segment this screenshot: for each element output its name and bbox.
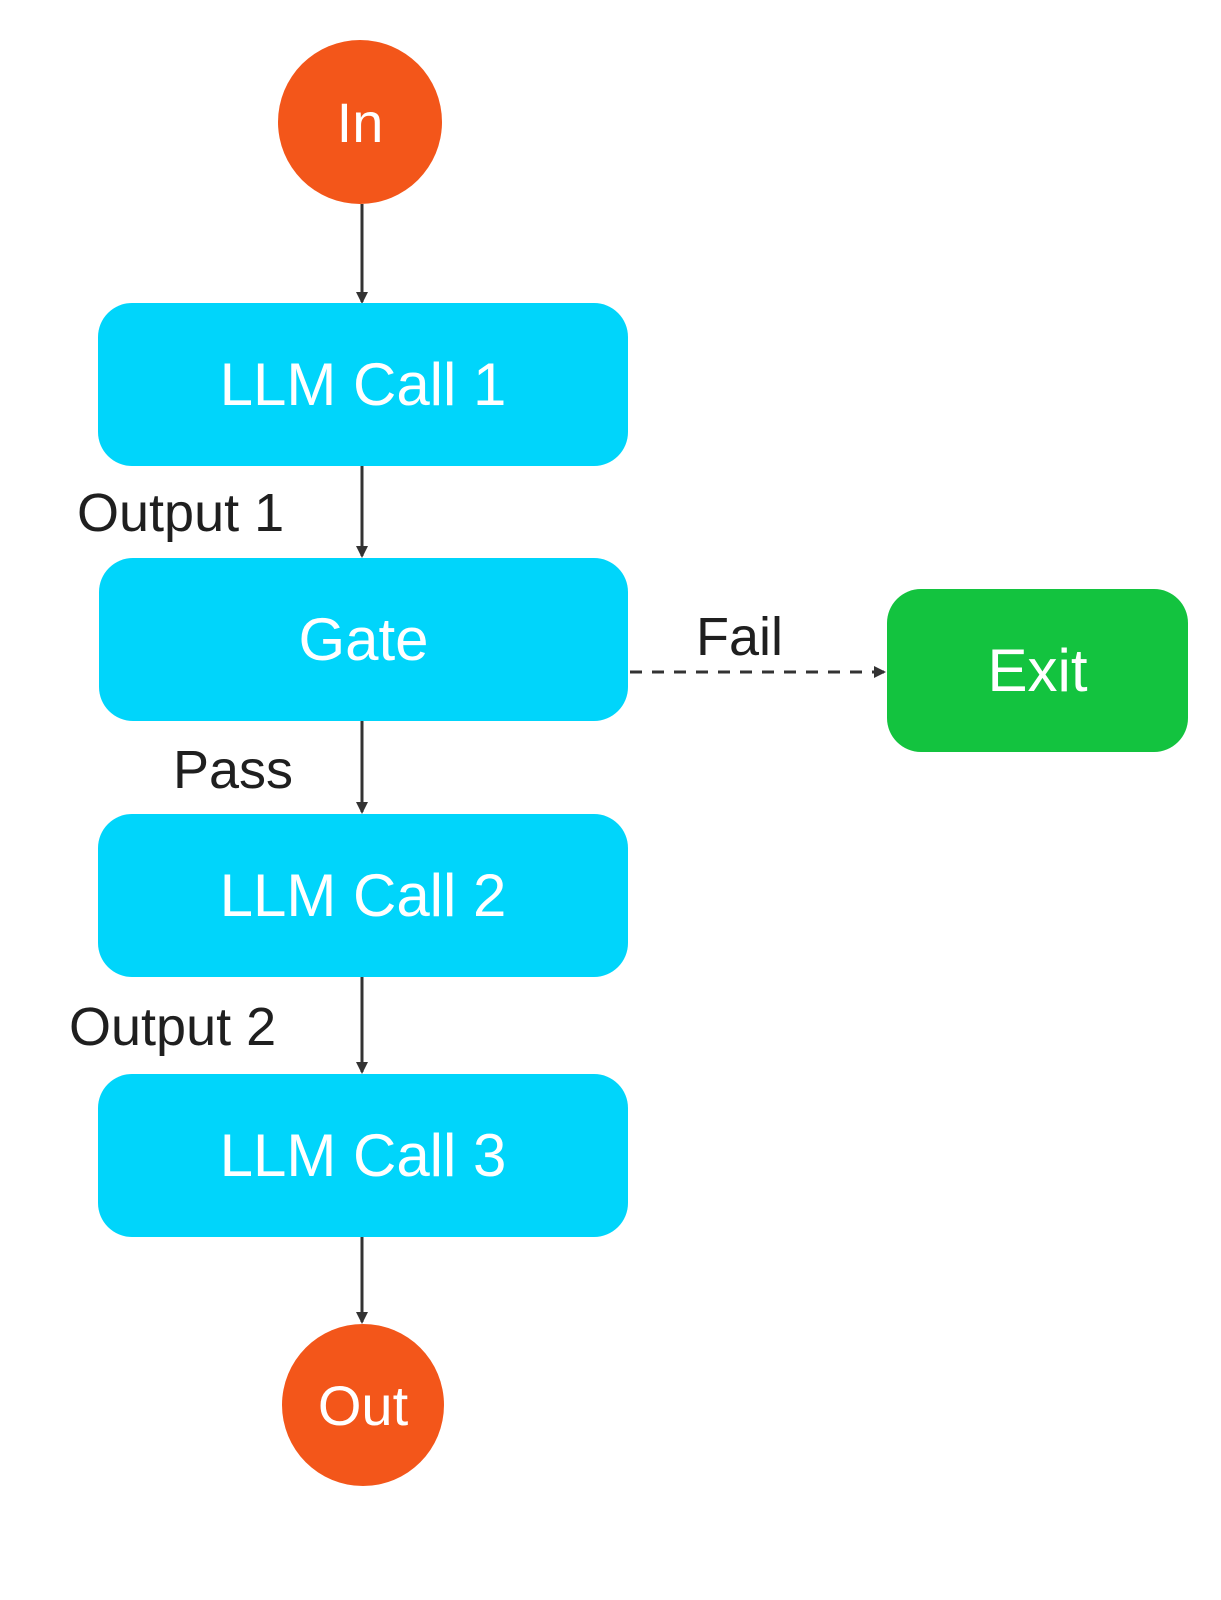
llm-call-3-node: LLM Call 3 — [98, 1074, 628, 1237]
fail-label: Fail — [696, 607, 784, 667]
llm-call-2-node: LLM Call 2 — [98, 814, 628, 977]
llm-call-1-label: LLM Call 1 — [219, 351, 507, 418]
out-node: Out — [282, 1324, 444, 1486]
exit-label: Exit — [987, 637, 1088, 704]
llm-call-2-label: LLM Call 2 — [219, 862, 507, 929]
llm-call-1-node: LLM Call 1 — [98, 303, 628, 466]
llm-call-3-label: LLM Call 3 — [219, 1122, 507, 1189]
exit-node: Exit — [887, 589, 1188, 752]
gate-node: Gate — [99, 558, 628, 721]
in-node: In — [278, 40, 442, 204]
gate-label: Gate — [298, 606, 429, 673]
in-label: In — [336, 90, 384, 154]
output-2-label: Output 2 — [69, 997, 277, 1057]
out-label: Out — [317, 1373, 409, 1437]
pass-label: Pass — [173, 740, 294, 800]
output-1-label: Output 1 — [77, 483, 285, 543]
